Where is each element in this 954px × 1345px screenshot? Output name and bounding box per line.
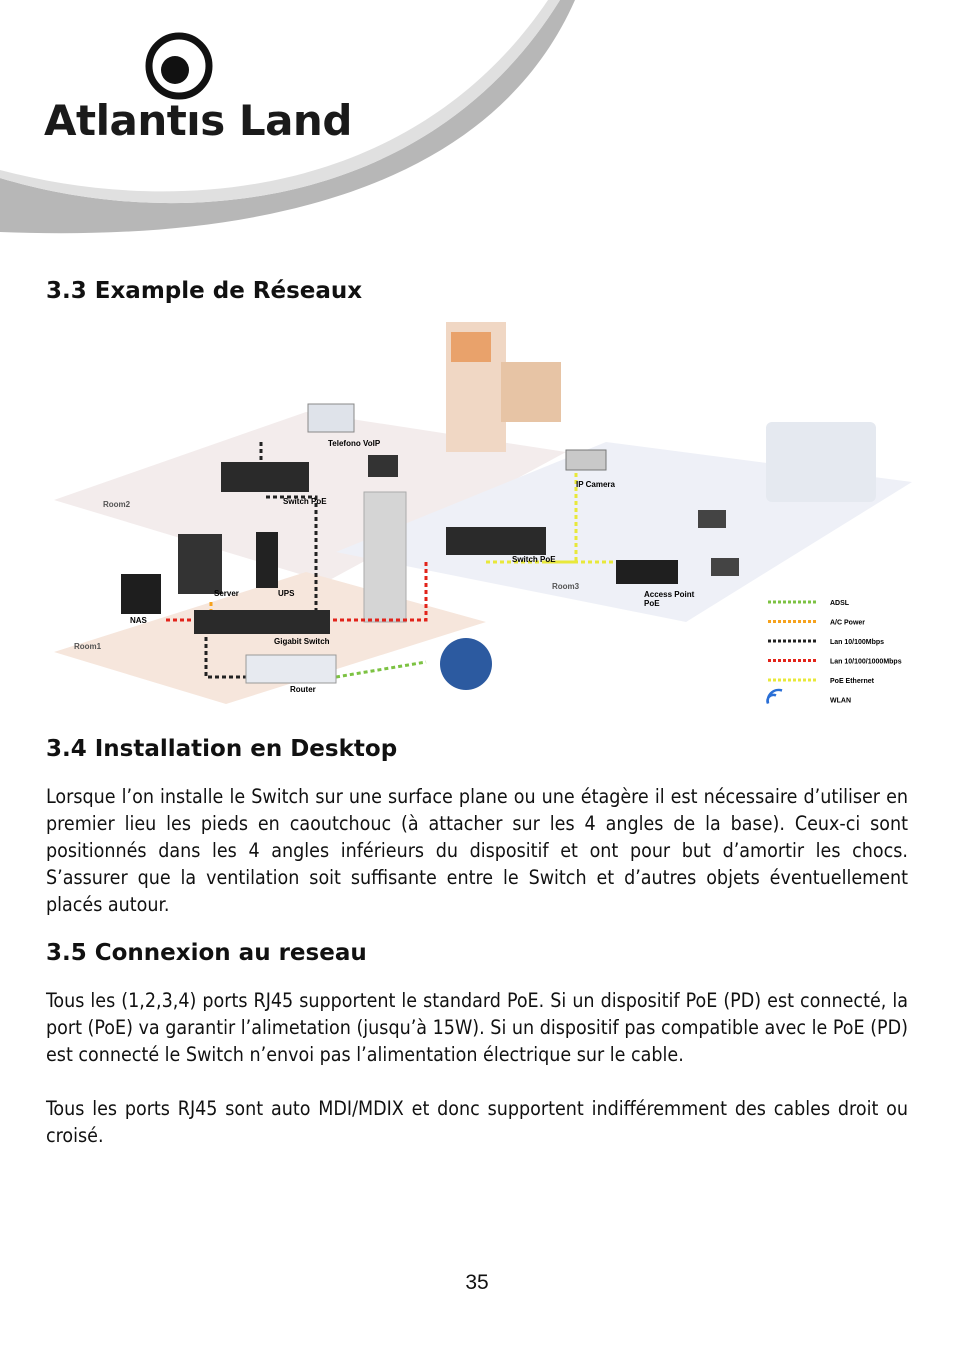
office-desk	[766, 422, 876, 502]
legend-label: WLAN	[830, 698, 851, 705]
ip-camera	[565, 449, 607, 471]
voip-phone	[307, 403, 355, 433]
network-diagram: Telefono VoIP Switch PoE IP Camera Serve…	[54, 322, 912, 705]
legend-label: A/C Power	[830, 620, 865, 627]
ups-unit	[256, 532, 278, 588]
server-rack	[363, 491, 407, 623]
paragraph-poe-ports: Tous les (1,2,3,4) ports RJ45 supportent…	[46, 989, 908, 1066]
label-nas: NAS	[130, 616, 148, 625]
legend-label: Lan 10/100/1000Mbps	[830, 659, 902, 666]
section-heading-3-5: 3.5 Connexion au reseau	[46, 940, 367, 966]
switch-poe-2	[446, 527, 546, 555]
legend-label: PoE Ethernet	[830, 678, 875, 685]
logo-text: Atlantıs Land	[44, 96, 352, 145]
section-heading-3-4: 3.4 Installation en Desktop	[46, 736, 398, 762]
label-room3: Room3	[552, 582, 580, 591]
label-switch-poe-1: Switch PoE	[283, 497, 327, 506]
internet-globe-icon	[440, 638, 492, 690]
switch-poe-1	[221, 462, 309, 492]
room1-floor	[54, 572, 486, 704]
header-swoosh	[0, 0, 575, 234]
legend-label: ADSL	[830, 600, 850, 607]
label-server: Server	[214, 589, 239, 598]
laptop-1	[698, 510, 726, 528]
label-room1: Room1	[74, 642, 102, 651]
cable-adsl	[335, 660, 427, 679]
laptop-2	[711, 558, 739, 576]
cable-poe-1	[486, 462, 578, 564]
pc-monitor	[368, 455, 398, 477]
logo-circle-icon	[145, 32, 213, 100]
section-heading-3-3: 3.3 Example de Réseaux	[46, 278, 363, 304]
paragraph-desktop-installation: Lorsque l’on installe le Switch sur une …	[46, 785, 908, 916]
label-ip-camera: IP Camera	[576, 480, 616, 489]
atlantis-land-logo: Atlantıs Land	[44, 28, 352, 148]
server-tower	[178, 534, 222, 594]
wlan-icon	[766, 688, 783, 705]
label-ups: UPS	[278, 589, 295, 598]
label-access-point-poe: PoE	[644, 599, 660, 608]
label-gigabit-switch: Gigabit Switch	[274, 637, 330, 646]
label-access-point: Access Point	[644, 590, 695, 599]
paragraph-mdi-mdix: Tous les ports RJ45 sont auto MDI/MDIX e…	[46, 1097, 908, 1147]
legend-label: Lan 10/100Mbps	[830, 639, 884, 646]
cable-gigabit-2	[326, 562, 428, 622]
page-number: 35	[465, 1271, 489, 1294]
cable-router	[204, 637, 246, 679]
label-room2: Room2	[103, 500, 131, 509]
cable-lan-2	[266, 495, 318, 612]
label-router: Router	[290, 685, 316, 694]
label-switch-poe-2: Switch PoE	[512, 555, 556, 564]
gigabit-switch	[194, 610, 330, 634]
label-telefono: Telefono VoIP	[328, 439, 381, 448]
router-device	[245, 654, 337, 684]
nas-box	[121, 574, 161, 614]
access-point	[616, 560, 678, 584]
